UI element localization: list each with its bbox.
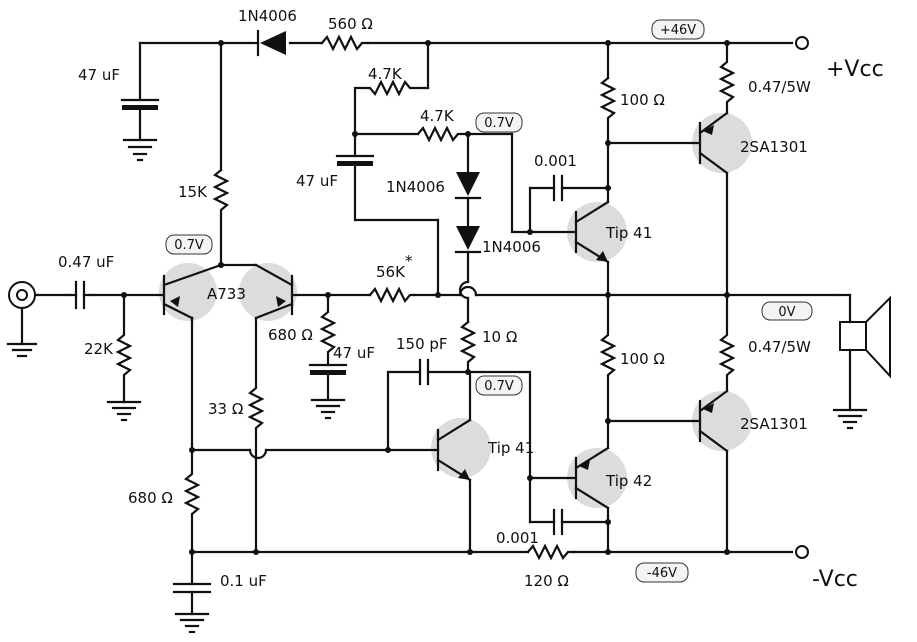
label-neg-vcc: -Vcc [812, 567, 858, 592]
label-q-tip41-drv: Tip 41 [487, 439, 534, 457]
label-q-tip41-top: Tip 41 [605, 224, 652, 242]
tag-07v-a: 0.7V [475, 112, 523, 133]
capacitor-150pf-icon [386, 358, 470, 452]
capacitor-47uf-low-icon [308, 363, 348, 420]
label-c-150p: 150 pF [396, 335, 448, 353]
svg-text:0.7V: 0.7V [174, 238, 204, 253]
tag-zero-voltage: 0V [761, 301, 813, 321]
label-q-out-top: 2SA1301 [740, 138, 808, 156]
label-c-47-low: 47 uF [333, 344, 375, 362]
label-r-22k: 22K [84, 340, 114, 358]
label-c-0001-top: 0.001 [534, 152, 577, 170]
negative-rail [190, 545, 809, 559]
label-r-4k7-b: 4.7K [420, 107, 455, 125]
capacitor-01uf-icon [172, 582, 212, 634]
transistor-tip41-driver-icon [386, 370, 472, 554]
resistor-560-icon [320, 34, 370, 52]
label-r-680-a: 680 Ω [268, 326, 313, 344]
resistor-680-b-icon [183, 448, 201, 586]
component-labels: 1N4006 560 Ω 47 uF 4.7K 4.7K 47 uF 1N400… [58, 7, 884, 592]
resistor-15k-icon [212, 168, 230, 267]
label-c-47-mid: 47 uF [296, 172, 338, 190]
svg-text:+46V: +46V [660, 23, 696, 38]
label-c-0001-bot: 0.001 [496, 529, 539, 547]
capacitor-0001-bot-icon [528, 476, 610, 536]
resistor-4k7-b-icon [416, 125, 514, 143]
label-r-56k-mark: * [405, 252, 413, 270]
transistor-tip42-icon [574, 446, 610, 554]
label-pair: A733 [207, 285, 246, 303]
transistor-highlights [159, 113, 752, 508]
label-c-01: 0.1 uF [220, 572, 267, 590]
label-r-15k: 15K [178, 183, 208, 201]
resistor-56k-icon [368, 286, 416, 304]
label-r-10: 10 Ω [482, 328, 517, 346]
diode-stack-icon [454, 132, 482, 324]
svg-text:0.7V: 0.7V [484, 379, 514, 394]
resistor-047-top-icon [718, 41, 736, 115]
label-r-120: 120 Ω [524, 572, 569, 590]
label-r-100-bot: 100 Ω [620, 350, 665, 368]
label-r-33: 33 Ω [208, 400, 243, 418]
label-r-047-top: 0.47/5W [748, 78, 811, 96]
resistor-120-icon [526, 543, 576, 561]
label-r-56k: 56K [376, 263, 406, 281]
speaker-icon[interactable] [832, 293, 891, 430]
label-c-in: 0.47 uF [58, 253, 114, 271]
label-r-4k7-a: 4.7K [368, 65, 403, 83]
label-d-mid-2: 1N4006 [482, 238, 541, 256]
label-pos-vcc: +Vcc [826, 57, 884, 82]
pos-terminal-icon[interactable] [795, 36, 809, 50]
label-c-47-top: 47 uF [78, 66, 120, 84]
transistor-out-bot-icon [698, 389, 729, 554]
ground-22k-icon [106, 400, 142, 422]
resistor-047-bot-icon [718, 293, 736, 393]
tag-07v-c: 0.7V [475, 375, 523, 396]
label-q-out-bot: 2SA1301 [740, 415, 808, 433]
resistor-680-a-icon [319, 293, 337, 367]
svg-text:-46V: -46V [647, 566, 677, 581]
neg-terminal-icon[interactable] [795, 545, 809, 559]
tag-07v-b: 0.7V [165, 234, 213, 255]
tag-pos-voltage: +46V [651, 19, 705, 40]
resistor-100-top-icon [599, 76, 617, 204]
resistor-10-icon [459, 320, 477, 374]
svg-text:0V: 0V [778, 305, 795, 320]
tag-neg-voltage: -46V [635, 562, 689, 583]
transistor-tip41-top-icon [574, 200, 610, 297]
transistor-out-top-icon [698, 111, 729, 297]
label-r-680-b: 680 Ω [128, 489, 173, 507]
resistor-100-bot-icon [599, 293, 617, 450]
diode-top-icon [248, 29, 286, 57]
input-jack-icon[interactable] [6, 281, 38, 358]
label-r-560: 560 Ω [328, 15, 373, 33]
label-q-tip42: Tip 42 [605, 472, 652, 490]
label-d-top: 1N4006 [238, 7, 297, 25]
capacitor-0001-top-icon [528, 174, 610, 234]
svg-text:0.7V: 0.7V [484, 116, 514, 131]
positive-rail [138, 36, 809, 50]
label-d-mid-1: 1N4006 [386, 178, 445, 196]
transistor-pair-a733-icon [162, 262, 294, 322]
output-line [28, 292, 842, 298]
resistor-33-icon [247, 316, 265, 554]
label-r-047-bot: 0.47/5W [748, 338, 811, 356]
label-r-100-top: 100 Ω [620, 91, 665, 109]
resistor-22k-icon [115, 293, 133, 404]
capacitor-47uf-top-icon [120, 41, 160, 162]
capacitor-input-icon [68, 280, 92, 310]
capacitor-47uf-mid-icon [335, 132, 440, 297]
resistor-4k7-a-icon [353, 79, 430, 136]
